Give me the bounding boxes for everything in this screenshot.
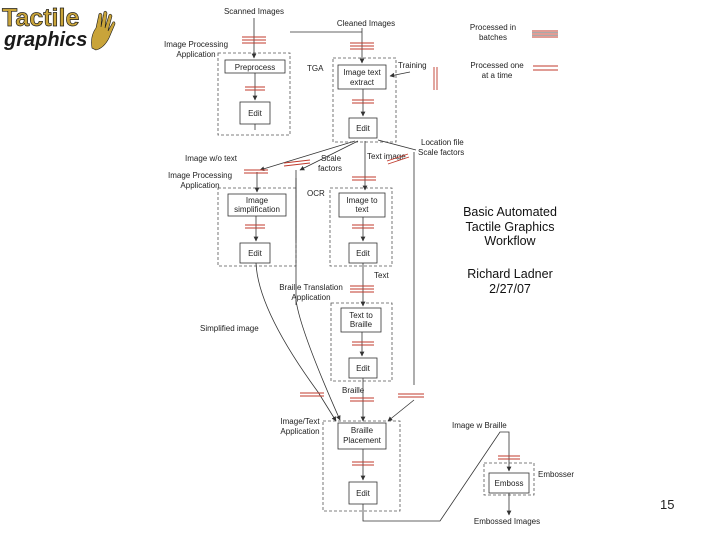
legend-batch-bars-dark [532, 32, 558, 36]
app-container-tga [332, 57, 397, 143]
cleaned-images-label: Cleaned Images [337, 19, 395, 28]
edit2-box [348, 117, 378, 139]
image-to-text-label-2: text [356, 205, 370, 214]
edit2-label: Edit [356, 124, 371, 133]
text-to-braille-label-1: Text to [349, 311, 373, 320]
legend-one-label-1: Processed one [470, 61, 524, 70]
hand-icon [91, 10, 116, 51]
text-to-braille-box [340, 307, 382, 333]
braille-placement-label-1: Braille [351, 426, 374, 435]
image-text-app-label-1: Image/Text [280, 417, 320, 426]
embossed-images-label: Embossed Images [474, 517, 540, 526]
edit1-label: Edit [248, 109, 263, 118]
legend-one-label-2: at a time [482, 71, 513, 80]
legend-batch-bars [532, 30, 558, 38]
legend-single-bars [533, 65, 558, 71]
image-to-text-label-1: Image to [346, 196, 378, 205]
image-w-braille-label: Image w Braille [452, 421, 507, 430]
scale-factors-label-2: factors [318, 164, 342, 173]
logo-line-1: Tactile [2, 4, 79, 32]
image-simplification-box [227, 193, 287, 217]
title-line-1: Basic Automated [463, 205, 557, 219]
edit5-label: Edit [356, 364, 371, 373]
author-name: Richard Ladner [467, 267, 553, 281]
edit4-label: Edit [356, 249, 371, 258]
preprocess-label: Preprocess [235, 63, 275, 72]
connectors [251, 18, 512, 522]
braille-placement-box [337, 422, 387, 450]
image-processing-1-label-2: Application [176, 50, 215, 59]
emboss-label: Emboss [495, 479, 524, 488]
image-wo-text-label: Image w/o text [185, 154, 238, 163]
simplified-image-label: Simplified image [200, 324, 259, 333]
app-container-ocr [329, 187, 393, 267]
text-to-braille-label-2: Braille [350, 320, 373, 329]
legend-batches-label-2: batches [479, 33, 507, 42]
scanned-images-label: Scanned Images [224, 7, 284, 16]
text-image-label: Text image [367, 152, 406, 161]
logo-line-2: graphics [3, 29, 87, 51]
braille-translation-label-1: Braille Translation [279, 283, 343, 292]
image-processing-1-label-1: Image Processing [164, 40, 228, 49]
location-file-label: Location file [421, 138, 464, 147]
title-line-2: Tactile Graphics [465, 219, 555, 234]
image-text-app-label-2: Application [280, 427, 319, 436]
training-label: Training [398, 61, 427, 70]
embosser-label: Embosser [538, 470, 574, 479]
braille-placement-label-2: Placement [343, 436, 382, 445]
scale-factors-right-label: Scale factors [418, 148, 464, 157]
image-text-extract-box [337, 64, 387, 90]
image-processing-2-label-1: Image Processing [168, 171, 232, 180]
scale-factors-label-1: Scale [321, 154, 342, 163]
tga-label: TGA [307, 64, 324, 73]
braille-label: Braille [342, 386, 365, 395]
slide-title: Basic Automated Tactile Graphics Workflo… [440, 205, 580, 249]
tactile-graphics-logo: Tactile graphics [2, 4, 116, 51]
edit6-label: Edit [356, 489, 371, 498]
image-simplification-label-2: simplification [234, 205, 280, 214]
app-container-image-text [322, 420, 401, 512]
ocr-label: OCR [307, 189, 325, 198]
slide-author: Richard Ladner 2/27/07 [440, 267, 580, 296]
image-text-extract-label-2: extract [350, 78, 375, 87]
author-date: 2/27/07 [489, 281, 531, 296]
legend-batches-label-1: Processed in [470, 23, 516, 32]
image-to-text-box [338, 192, 386, 218]
title-line-3: Workflow [484, 234, 536, 248]
text-label: Text [374, 271, 389, 280]
edit3-box [239, 242, 271, 264]
image-text-extract-label-1: Image text [343, 68, 381, 77]
image-simplification-label-1: Image [246, 196, 269, 205]
braille-translation-label-2: Application [291, 293, 330, 302]
edit3-label: Edit [248, 249, 263, 258]
batch-marks [242, 36, 520, 466]
image-processing-2-label-2: Application [180, 181, 219, 190]
page-number: 15 [660, 497, 675, 512]
